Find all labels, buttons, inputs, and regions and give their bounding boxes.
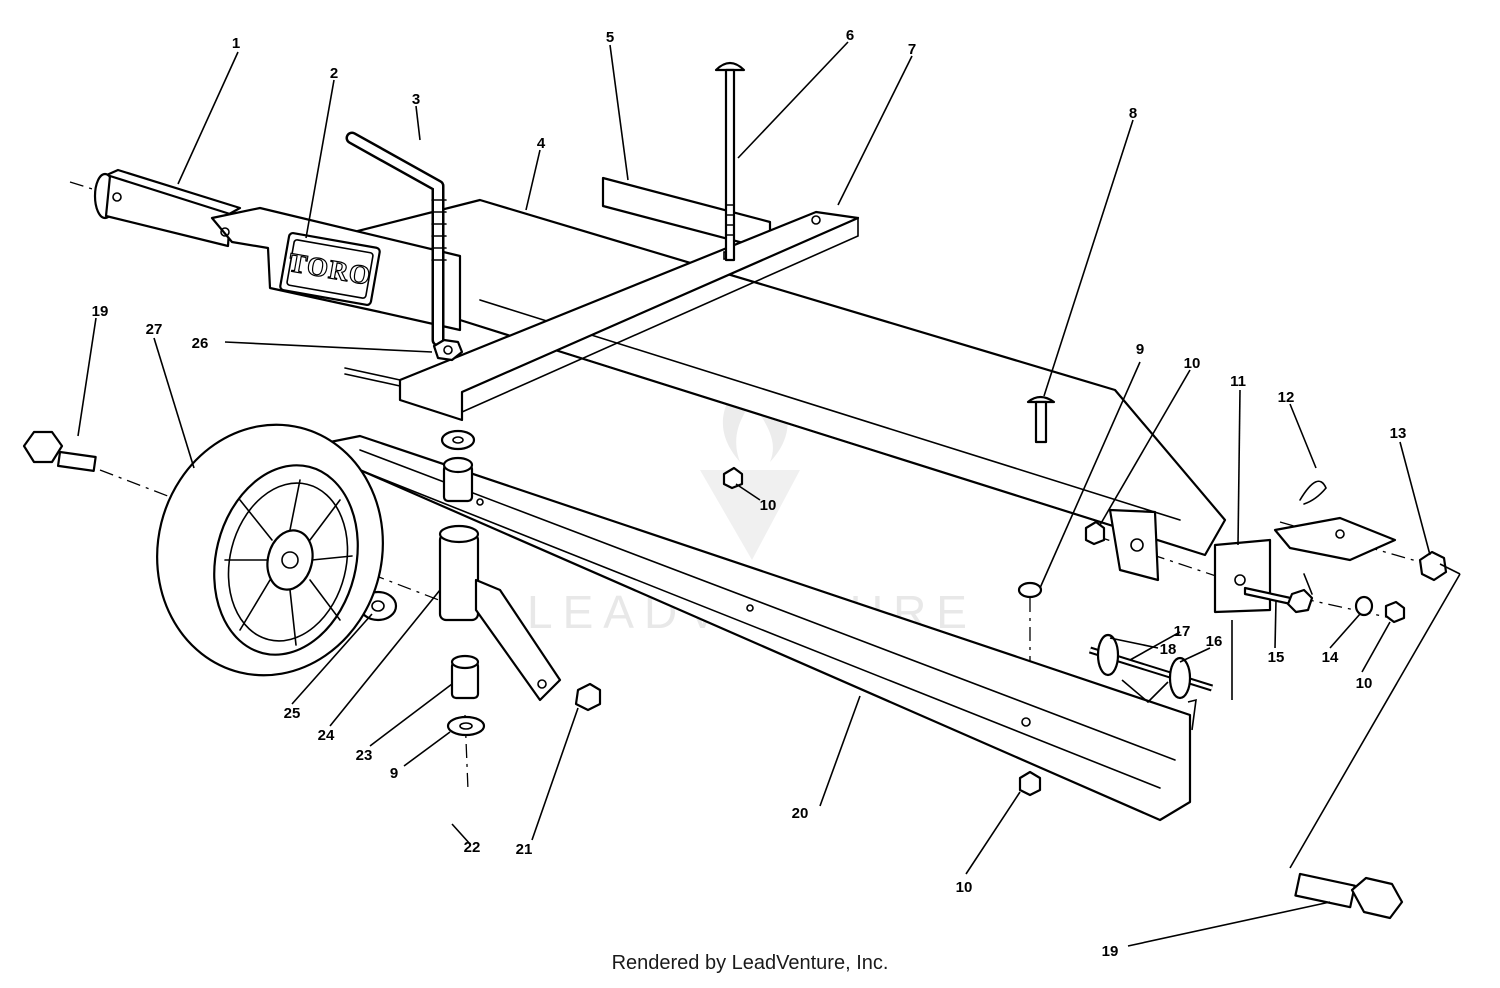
handle-tube	[93, 168, 242, 248]
toro-bracket: TORO	[210, 206, 462, 332]
callout-10c: 10	[1356, 675, 1373, 692]
cross-channel	[398, 210, 860, 422]
callout-10a: 10	[1184, 355, 1201, 372]
callout-labels: 1 2 3 4 5 6 7 8 9 10 10 11 12 13 26 19 2…	[92, 27, 1407, 960]
wheel	[156, 423, 384, 677]
callout-21: 21	[516, 841, 533, 858]
fasteners	[358, 429, 1448, 797]
callout-25: 25	[284, 705, 301, 722]
callout-18: 18	[1160, 641, 1177, 658]
callout-13: 13	[1390, 425, 1407, 442]
callout-10b: 10	[760, 497, 777, 514]
callout-1: 1	[232, 35, 240, 52]
callout-12: 12	[1278, 389, 1295, 406]
cotter-pin-12	[1299, 480, 1327, 505]
callout-3: 3	[412, 91, 420, 108]
callout-17: 17	[1174, 623, 1191, 640]
callout-22: 22	[464, 839, 481, 856]
callout-9b: 9	[390, 765, 398, 782]
callout-23: 23	[356, 747, 373, 764]
callout-20: 20	[792, 805, 809, 822]
leader-lines	[77, 41, 1461, 947]
callout-2: 2	[330, 65, 338, 82]
callout-7: 7	[908, 41, 916, 58]
axle-rod	[1088, 633, 1214, 700]
carriage-bolt	[714, 61, 746, 262]
callout-8: 8	[1129, 105, 1137, 122]
callout-6: 6	[846, 27, 854, 44]
callout-15: 15	[1268, 649, 1285, 666]
callout-19b: 19	[1102, 943, 1119, 960]
callout-24: 24	[318, 727, 335, 744]
callout-10d: 10	[956, 879, 973, 896]
callout-19a: 19	[92, 303, 109, 320]
callout-16: 16	[1206, 633, 1223, 650]
height-adjust-rod	[345, 131, 447, 347]
callout-14: 14	[1322, 649, 1339, 666]
footer-credit: Rendered by LeadVenture, Inc.	[611, 952, 889, 974]
shoulder-bolt-19	[22, 430, 97, 472]
shoulder-bolt-19-lower	[1294, 872, 1404, 920]
callout-4: 4	[537, 135, 546, 152]
cover-plate	[601, 176, 772, 252]
callout-27: 27	[146, 321, 163, 338]
callout-11: 11	[1230, 373, 1246, 390]
callout-26: 26	[192, 335, 209, 352]
bolt-8	[1026, 395, 1056, 444]
callout-9: 9	[1136, 341, 1144, 358]
hex-nut-26	[344, 338, 464, 387]
rear-bracket	[1108, 508, 1397, 614]
callout-5: 5	[606, 29, 614, 46]
